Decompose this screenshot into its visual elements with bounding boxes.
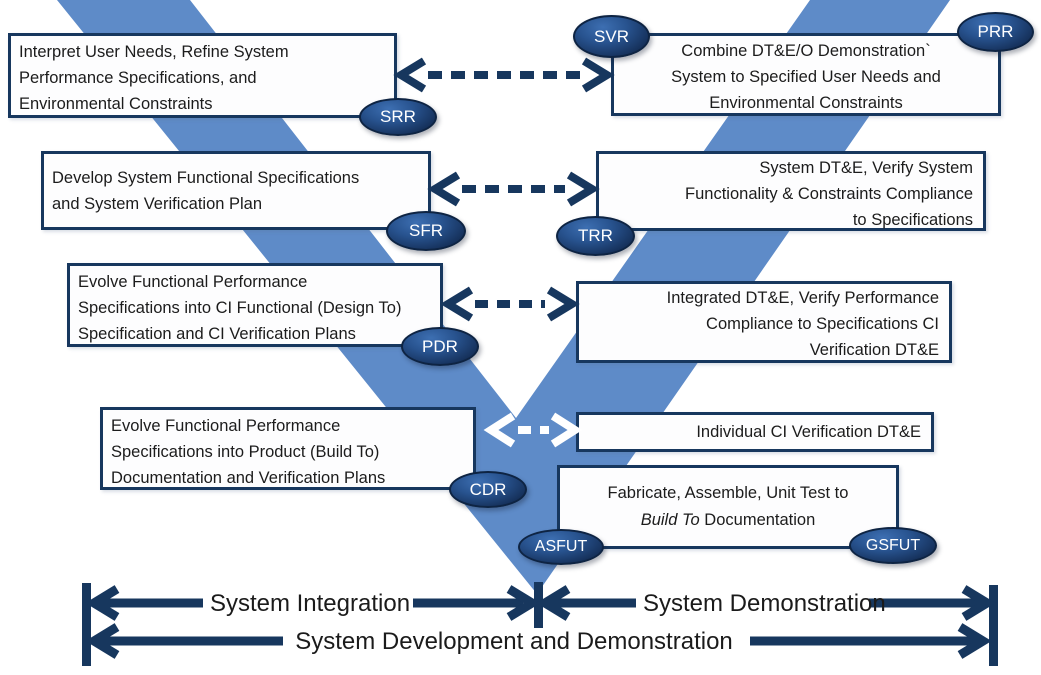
box-text-line: and System Verification Plan: [52, 195, 263, 213]
arrowhead-right-icon: [566, 171, 600, 207]
milestone-label: PRR: [977, 22, 1014, 41]
box-text-line: Environmental Constraints: [19, 95, 213, 113]
milestone-label: SRR: [380, 107, 416, 126]
box-evolve-product-buildto: Evolve Functional Performance Specificat…: [100, 407, 476, 490]
box-text-line: Integrated DT&E, Verify Performance: [666, 289, 939, 307]
box-text-line: Build To Documentation: [564, 507, 892, 534]
box-text-line: Environmental Constraints: [709, 94, 903, 112]
footer-arrows: [82, 582, 998, 666]
milestone-label: SVR: [594, 26, 629, 46]
label-system-integration: System Integration: [209, 590, 411, 617]
milestone-label: TRR: [578, 226, 613, 245]
milestone-pdr: PDR: [401, 327, 479, 366]
box-text-line: System DT&E, Verify System: [759, 159, 973, 177]
box-text-line: Evolve Functional Performance: [111, 417, 341, 435]
box-fabricate-assemble: Fabricate, Assemble, Unit Test to Build …: [557, 465, 899, 549]
dashed-arrow-row3: [440, 286, 580, 322]
box-text-line: Compliance to Specifications CI: [706, 315, 939, 333]
arrowhead-left-icon: [85, 623, 120, 659]
box-text-line: Functionality & Constraints Compliance: [685, 185, 973, 203]
dashed-arrow-row1: [393, 57, 615, 93]
milestone-label: GSFUT: [865, 536, 921, 554]
milestone-asfut: ASFUT: [518, 529, 604, 565]
box-text-line: Individual CI Verification DT&E: [696, 423, 921, 441]
arrowhead-right-icon: [550, 412, 583, 448]
arrowhead-right-icon: [961, 585, 996, 621]
box-text-line: System to Specified User Needs and: [671, 68, 941, 86]
center-terminator-bar: [534, 582, 543, 628]
milestone-label: SFR: [409, 221, 443, 240]
arrowhead-right-icon: [957, 623, 992, 659]
box-text-line: Develop System Functional Specifications: [52, 169, 360, 187]
left-terminator-bar: [82, 583, 91, 666]
milestone-srr: SRR: [359, 98, 437, 136]
arrowhead-right-icon: [506, 585, 541, 621]
box-text-line: Combine DT&E/O Demonstration`: [681, 42, 931, 60]
box-individual-ci-verification: Individual CI Verification DT&E: [576, 412, 934, 452]
arrowhead-left-icon: [393, 57, 427, 93]
arrowhead-left-icon: [483, 412, 516, 448]
milestone-prr: PRR: [957, 12, 1034, 52]
box-system-dte-verify: System DT&E, Verify System Functionality…: [596, 151, 986, 231]
milestone-gsfut: GSFUT: [849, 527, 937, 564]
arrowhead-left-icon: [440, 286, 474, 322]
label-system-development-demonstration: System Development and Demonstration: [295, 628, 733, 655]
box-evolve-ci-functional: Evolve Functional Performance Specificat…: [67, 263, 443, 347]
arrowhead-left-icon: [536, 585, 571, 621]
box-text-line: Evolve Functional Performance: [78, 273, 308, 291]
arrowhead-right-icon: [581, 57, 615, 93]
label-system-demonstration: System Demonstration: [643, 590, 886, 617]
milestone-label: ASFUT: [534, 538, 588, 555]
milestone-label: PDR: [422, 336, 458, 356]
box-text-line: Specifications into Product (Build To): [111, 443, 380, 461]
box-text-line: Performance Specifications, and: [19, 69, 257, 87]
arrowhead-left-icon: [85, 585, 120, 621]
box-text-line: Specification and CI Verification Plans: [78, 325, 356, 343]
milestone-label: CDR: [469, 479, 507, 499]
box-combine-dte-demonstration: Combine DT&E/O Demonstration` System to …: [611, 33, 1001, 116]
box-text-line: Verification DT&E: [809, 341, 939, 359]
v-shape-polygon: [57, 0, 950, 594]
box-text-line: Documentation and Verification Plans: [111, 469, 386, 487]
milestone-sfr: SFR: [386, 211, 466, 251]
box-text-line: Interpret User Needs, Refine System: [19, 43, 289, 61]
box-text-rest: Documentation: [699, 511, 816, 529]
dashed-arrow-row4-white: [483, 412, 583, 448]
arrowhead-right-icon: [546, 286, 580, 322]
box-text-line: Specifications into CI Functional (Desig…: [78, 299, 402, 317]
milestone-svr: SVR: [573, 15, 650, 58]
right-terminator-bar: [989, 585, 998, 666]
milestone-trr: TRR: [556, 216, 635, 256]
milestone-cdr: CDR: [449, 471, 527, 508]
box-text-line: to Specifications: [852, 211, 973, 229]
box-interpret-user-needs: Interpret User Needs, Refine System Perf…: [8, 33, 397, 118]
box-integrated-dte: Integrated DT&E, Verify Performance Comp…: [576, 281, 952, 363]
box-develop-functional-specs: Develop System Functional Specifications…: [41, 151, 431, 230]
arrowhead-left-icon: [427, 171, 461, 207]
box-text-line: Fabricate, Assemble, Unit Test to: [607, 484, 849, 502]
dashed-arrow-row2: [427, 171, 600, 207]
build-to-italic: Build To: [640, 511, 700, 529]
